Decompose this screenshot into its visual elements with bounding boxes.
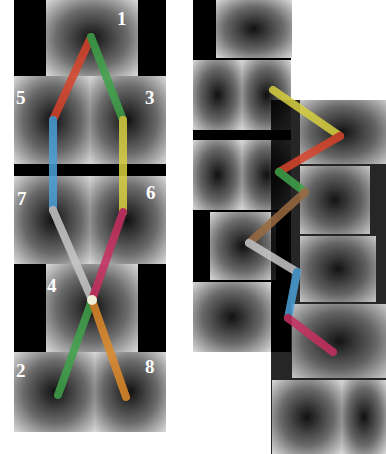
tile [272, 380, 342, 454]
tile [342, 380, 386, 454]
tile [292, 304, 386, 378]
path-segment [249, 243, 297, 272]
tile [193, 140, 242, 210]
tile [193, 60, 242, 130]
callout-number: 8 [145, 357, 155, 376]
tile [300, 166, 370, 234]
panel-ground [271, 100, 386, 454]
path-segment [119, 120, 127, 212]
path-segment [288, 272, 297, 318]
path-segment [91, 37, 123, 120]
path-segment [53, 210, 92, 300]
callout-number: 6 [146, 183, 156, 202]
path-segment [53, 37, 91, 120]
tile [216, 0, 292, 58]
tile [193, 282, 271, 352]
tile [94, 352, 166, 432]
tile [89, 176, 166, 264]
path-segment [49, 120, 57, 210]
panel-ground [14, 0, 166, 432]
path-segment [92, 212, 123, 300]
path-crossing [87, 295, 97, 305]
callout-number: 4 [47, 276, 57, 295]
path-segment [273, 90, 340, 136]
path-segment [92, 300, 126, 397]
callout-number: 2 [16, 361, 26, 380]
path-segment [288, 318, 333, 352]
path-segment [249, 192, 305, 243]
callout-number: 3 [145, 88, 155, 107]
tile [300, 236, 376, 302]
callout-number: 7 [17, 189, 27, 208]
path-segment [279, 172, 305, 192]
callout-number: 5 [16, 88, 26, 107]
path-segment [58, 300, 92, 395]
callout-number: 1 [117, 9, 127, 28]
path-segment [279, 136, 340, 172]
tile [89, 76, 166, 164]
